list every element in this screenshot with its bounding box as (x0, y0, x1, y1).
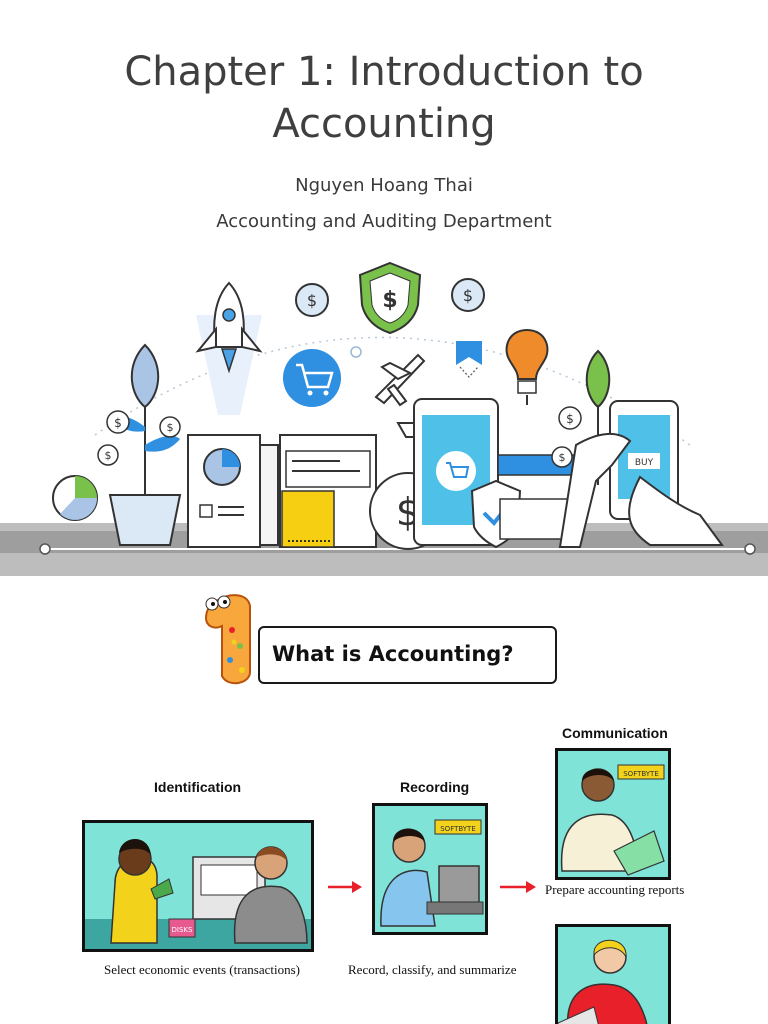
coin-symbol: $ (463, 286, 473, 305)
svg-text:$: $ (566, 412, 574, 426)
what-is-accounting-slide: What is Accounting? 1 Identification (0, 576, 768, 1024)
cart-icon (283, 349, 341, 407)
coin-icon: $ (295, 283, 329, 317)
airplane-icon (374, 353, 426, 407)
author-name: Nguyen Hoang Thai (295, 175, 473, 196)
heading-box (258, 626, 557, 684)
communication-caption: Prepare accounting reports (545, 882, 685, 897)
arrow-right-icon (328, 881, 362, 893)
plant-icon (108, 343, 182, 546)
communication-picture-2 (555, 924, 671, 1024)
shield-symbol: $ (382, 288, 397, 313)
identification-picture: DISKS (82, 820, 314, 952)
rocket-icon (195, 281, 263, 415)
svg-text:$: $ (114, 416, 122, 430)
buy-label: BUY (635, 458, 654, 468)
slide-title: Chapter 1: Introduction to Accounting (40, 46, 728, 150)
pie-chart-icon (52, 475, 98, 521)
shield-dollar-icon: $ (358, 261, 422, 335)
slide-heading: What is Accounting? (272, 642, 514, 666)
coin-icon: $ $ (551, 406, 582, 468)
slide-title-line1: Chapter 1: Introduction to (124, 49, 644, 95)
number-one-badge: 1 (204, 594, 251, 685)
title-slide: Chapter 1: Introduction to Accounting Ng… (0, 46, 768, 576)
coin-icon: $ (451, 278, 485, 312)
recording-picture: SOFTBYTE (372, 803, 488, 935)
heading-banner: What is Accounting? 1 (188, 590, 563, 690)
svg-text:$: $ (167, 421, 174, 434)
tag-icon (456, 341, 482, 378)
softbyte-sign: SOFTBYTE (623, 770, 659, 778)
bulb-icon (505, 328, 549, 405)
recording-title: Recording (400, 779, 470, 795)
accounting-illustration: $ $ $ (0, 261, 768, 576)
recording-caption: Record, classify, and summarize (348, 962, 517, 977)
phone-icon: BUY (558, 400, 724, 548)
identification-title: Identification (154, 779, 242, 795)
identification-caption: Select economic events (transactions) (104, 962, 301, 977)
communication-picture: SOFTBYTE (555, 748, 671, 880)
svg-text:$: $ (559, 451, 566, 464)
report-icon (187, 434, 279, 548)
disks-label: DISKS (172, 926, 193, 934)
coin-icon: $ $ $ (97, 410, 181, 466)
coin-symbol: $ (307, 291, 317, 310)
slide-title-line2: Accounting (272, 101, 496, 147)
softbyte-sign: SOFTBYTE (440, 825, 476, 833)
arrow-right-icon (500, 881, 536, 893)
communication-title: Communication (562, 725, 668, 741)
department-name: Accounting and Auditing Department (216, 211, 552, 232)
svg-text:$: $ (105, 449, 112, 462)
folder-icon (279, 434, 377, 548)
